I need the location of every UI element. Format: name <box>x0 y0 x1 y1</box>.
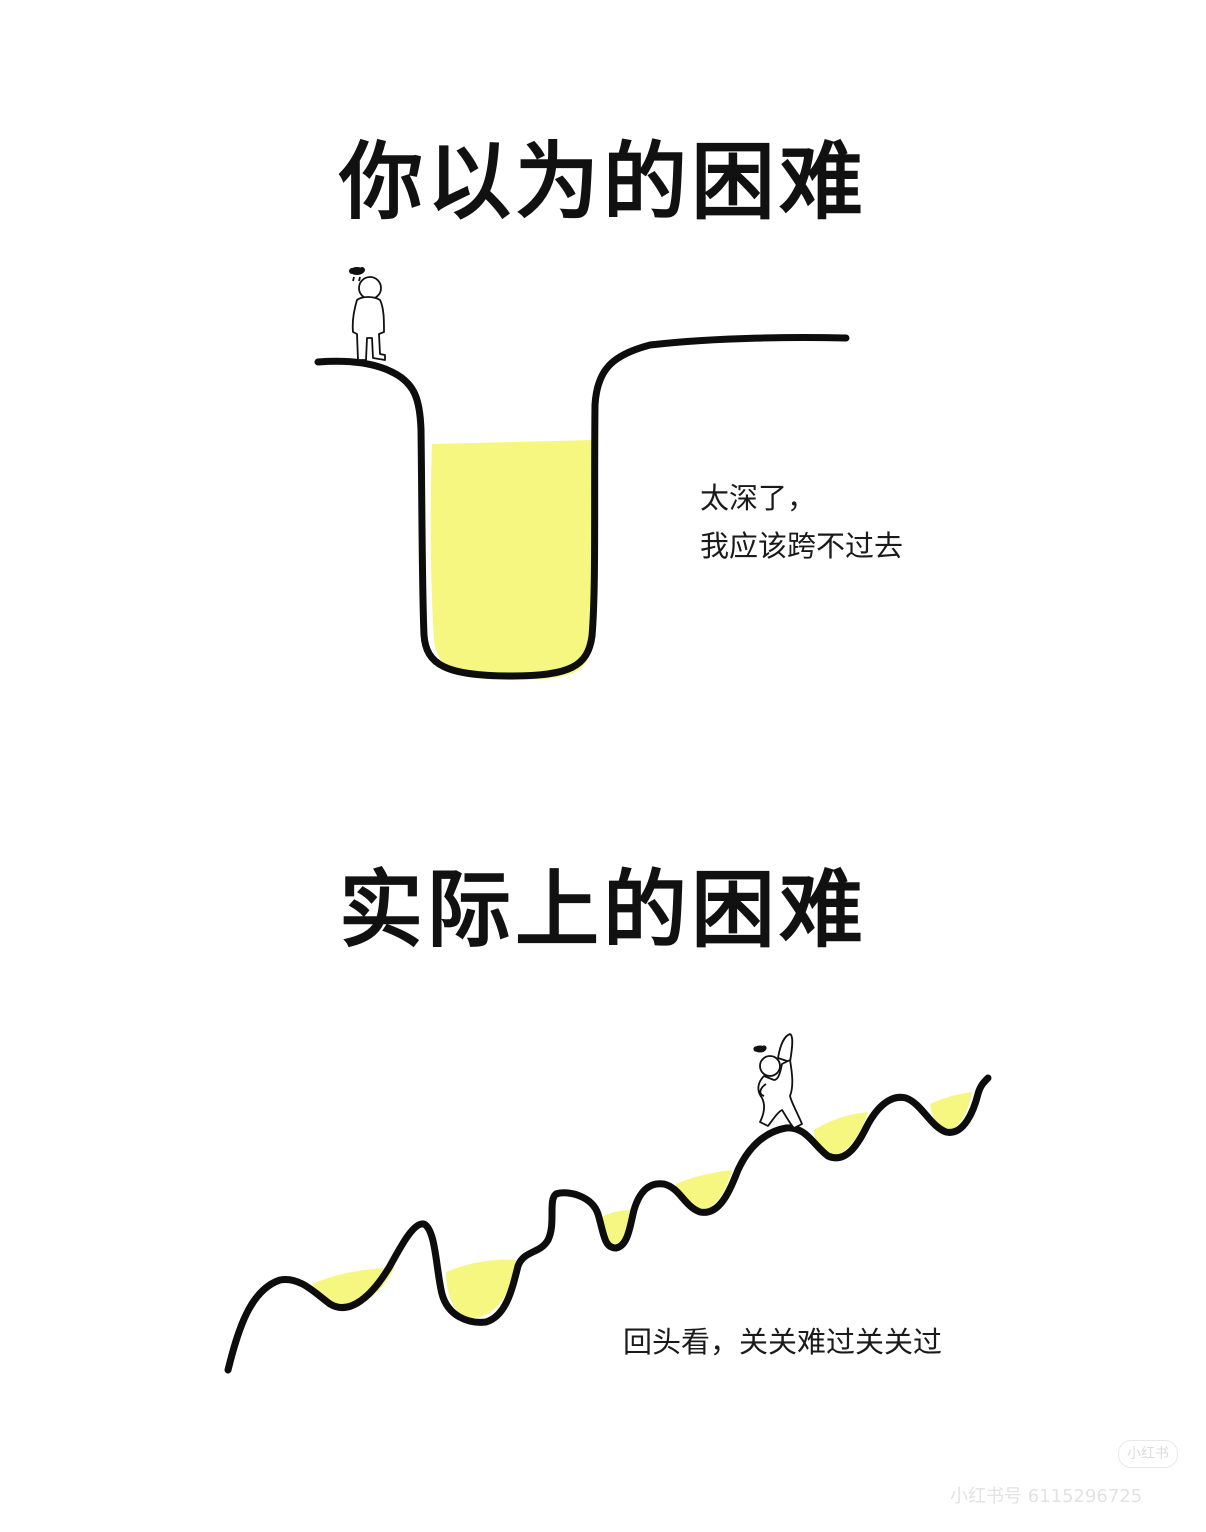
pit-water <box>430 440 595 680</box>
caption-imagined-line2: 我应该跨不过去 <box>700 529 904 563</box>
title-actual: 实际上的困难 <box>338 861 867 959</box>
cheering-figure <box>753 1033 803 1129</box>
caption-actual: 回头看，关关难过关关过 <box>623 1325 943 1359</box>
watermark-id: 小红书号 6115296725 <box>950 1486 1143 1507</box>
caption-imagined-line1: 太深了， <box>700 481 817 515</box>
title-imagined: 你以为的困难 <box>338 133 867 231</box>
sad-figure <box>349 267 386 361</box>
mountain-path <box>224 1074 992 1374</box>
small-pits-water <box>312 1092 972 1318</box>
caption-imagined: 太深了， 我应该跨不过去 <box>700 474 903 570</box>
pit-outline <box>314 334 850 680</box>
watermark-badge: 小红书 <box>1118 1440 1178 1468</box>
